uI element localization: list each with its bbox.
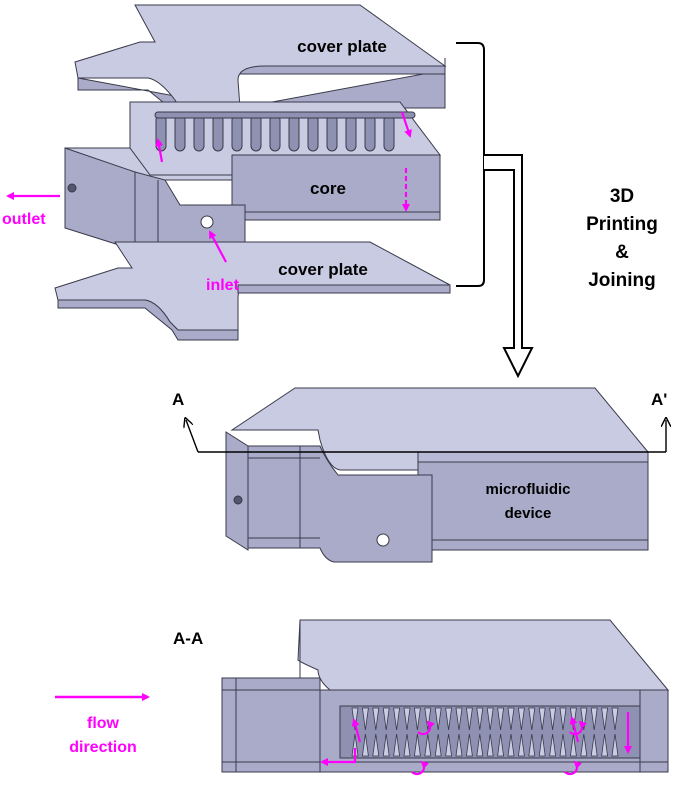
channel-fin	[590, 733, 598, 757]
channel-fin	[497, 733, 505, 757]
outlet-port	[67, 183, 77, 193]
channel-fin	[455, 733, 463, 757]
channel-fin	[486, 733, 494, 757]
section-flow-arrows	[320, 712, 632, 776]
fins-top-row	[351, 707, 619, 731]
channel-fin	[611, 733, 619, 757]
label-flow-line2: direction	[69, 739, 137, 756]
channel-fin	[465, 707, 473, 731]
channel-fin	[528, 707, 536, 731]
channel-fin	[601, 733, 609, 757]
channel-fin	[569, 733, 577, 757]
core-layer	[64, 101, 442, 259]
label-core: core	[310, 179, 346, 198]
label-section-start: A	[172, 390, 184, 409]
channel-fin	[538, 707, 546, 731]
channel-fin	[361, 707, 369, 731]
channel-fin	[424, 707, 432, 731]
device-block-front-face	[247, 445, 433, 563]
channel-fin	[455, 707, 463, 731]
channel-fin	[507, 733, 515, 757]
label-outlet: outlet	[2, 211, 46, 228]
device-block-left-face	[225, 431, 249, 551]
channel-fin	[476, 733, 484, 757]
device-outlet-port	[233, 495, 243, 505]
fins-bottom-row	[351, 733, 619, 757]
channel-fin	[465, 733, 473, 757]
channel-fin	[601, 707, 609, 731]
channel-fin	[434, 733, 442, 757]
section-line	[186, 420, 666, 453]
channel-fin	[403, 707, 411, 731]
label-process-line4: Joining	[588, 270, 656, 291]
label-cover-plate-bottom: cover plate	[278, 260, 368, 279]
channel-fin	[393, 707, 401, 731]
label-process-line1: 3D	[610, 186, 634, 207]
device-inlet-port	[376, 533, 390, 547]
channel-fin	[580, 707, 588, 731]
top-cover-plate-right-side	[239, 58, 446, 109]
channel-fin	[538, 733, 546, 757]
channel-fin	[517, 733, 525, 757]
inlet-arrow	[209, 230, 227, 263]
channel-fin	[424, 733, 432, 757]
channel-fin	[611, 707, 619, 731]
core-flow-arrow-up	[155, 138, 164, 163]
channel-fin	[517, 707, 525, 731]
process-arrow	[484, 154, 534, 379]
bottom-cover-plate	[54, 241, 451, 341]
section-view	[221, 619, 670, 776]
channel-fin	[382, 733, 390, 757]
section-top-face	[297, 619, 670, 691]
top-cover-plate-front-edge	[239, 65, 446, 75]
channel-fin	[361, 733, 369, 757]
channel-fin	[590, 707, 598, 731]
label-section-end: A'	[651, 390, 667, 409]
channel-fin	[528, 733, 536, 757]
core-right-face	[231, 154, 441, 221]
channel-fin	[486, 707, 494, 731]
label-process-line2: Printing	[586, 214, 658, 235]
label-device-line2: device	[505, 505, 552, 522]
channel-fin	[434, 707, 442, 731]
channel-fin	[413, 733, 421, 757]
channel-fin	[559, 707, 567, 731]
channel-fin	[507, 707, 515, 731]
channel-fin	[559, 733, 567, 757]
label-process-line3: &	[615, 242, 629, 263]
label-flow-line1: flow	[87, 715, 120, 732]
device-right-top-edge	[417, 451, 649, 463]
channel-fin	[445, 733, 453, 757]
channel-fin	[372, 733, 380, 757]
serpentine-channels	[154, 111, 416, 152]
channel-fin	[382, 707, 390, 731]
channel-fin	[445, 707, 453, 731]
core-flow-arrow-down	[400, 111, 412, 138]
assembly-bracket	[456, 42, 485, 287]
channel-fin	[580, 733, 588, 757]
label-inlet: inlet	[206, 277, 240, 294]
channel-fin	[393, 733, 401, 757]
assembled-device	[225, 387, 650, 563]
channel-fin	[549, 733, 557, 757]
channel-fin	[476, 707, 484, 731]
inlet-port	[200, 215, 214, 229]
label-device-line1: microfluidic	[485, 481, 570, 498]
label-section-title: A-A	[173, 629, 203, 648]
channel-fin	[372, 707, 380, 731]
bottom-cover-plate-right-edge	[237, 284, 451, 294]
channel-fin	[549, 707, 557, 731]
channel-fin	[413, 707, 421, 731]
section-left-face	[221, 677, 321, 773]
channel-fin	[403, 733, 411, 757]
bottom-cover-plate-edge	[57, 299, 239, 341]
channel-fin	[497, 707, 505, 731]
label-cover-plate-top: cover plate	[297, 37, 387, 56]
